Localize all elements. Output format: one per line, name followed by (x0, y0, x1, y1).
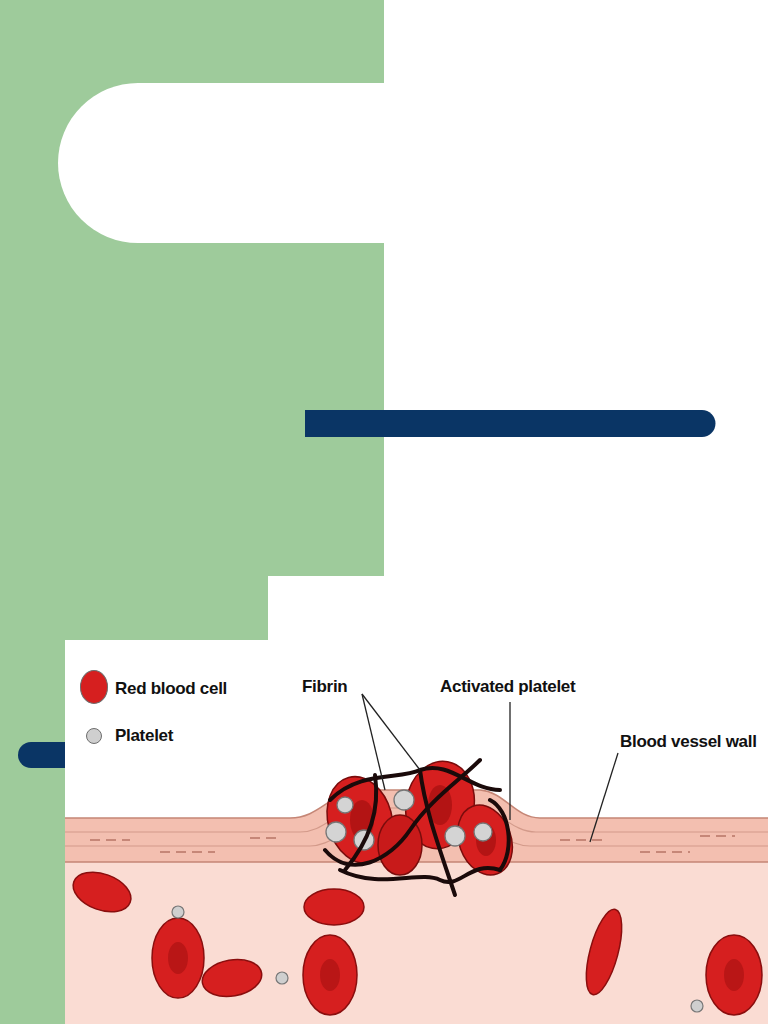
callout-label: Activated platelet (440, 678, 575, 697)
legend-swatch (80, 670, 108, 704)
legend-label: Red blood cell (115, 680, 227, 699)
callout-label: Blood vessel wall (620, 733, 757, 752)
legend-label: Platelet (115, 727, 173, 746)
legend-swatch (86, 728, 102, 744)
callout-label: Fibrin (302, 678, 347, 697)
